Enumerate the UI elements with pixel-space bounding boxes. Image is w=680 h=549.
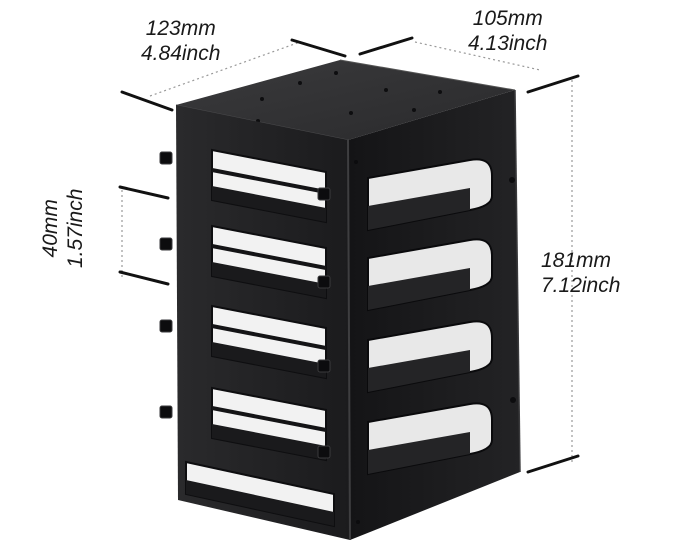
bay-height-dimension-label: 40mm 1.57inch <box>38 189 88 268</box>
height-inch: 7.12inch <box>541 274 621 297</box>
depth-dimension-label: 105mm 4.13inch <box>468 6 547 56</box>
bay-height-mm: 40mm <box>39 199 62 258</box>
dimension-ticks <box>118 36 580 474</box>
height-dimension-label: 181mm 7.12inch <box>541 248 620 298</box>
bay-shelves <box>186 186 334 526</box>
depth-mm: 105mm <box>472 7 543 30</box>
drive-rails <box>211 168 327 432</box>
depth-inch: 4.13inch <box>468 32 548 55</box>
height-mm: 181mm <box>541 249 612 272</box>
thumbscrews <box>159 151 331 459</box>
width-inch: 4.84inch <box>141 42 221 65</box>
cage-top-panel <box>176 60 515 140</box>
bay-height-inch: 1.57inch <box>64 188 87 268</box>
width-mm: 123mm <box>145 17 216 40</box>
dimension-lines <box>121 41 573 465</box>
side-cutout-shadows <box>368 188 470 474</box>
width-dimension-label: 123mm 4.84inch <box>141 16 220 66</box>
side-rivets <box>354 160 516 524</box>
